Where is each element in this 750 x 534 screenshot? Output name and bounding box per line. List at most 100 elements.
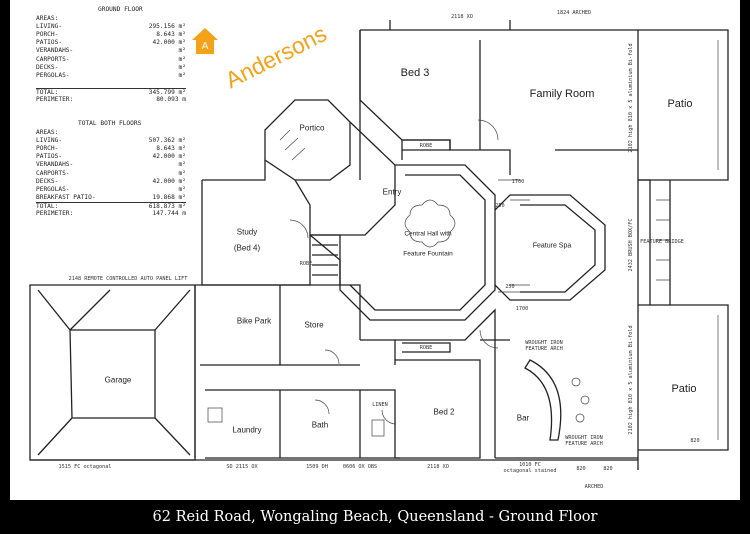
floor-plan-drawing <box>29 20 729 470</box>
room-portico: Portico <box>299 123 325 133</box>
window-1515: 1515 FC octagonal <box>58 464 112 470</box>
room-patio-bottom: Patio <box>671 383 697 395</box>
area-value: 42.000 m² <box>152 153 186 161</box>
brush-box-note: 2432 BRUSH BOX/FC <box>628 218 634 272</box>
bifold-window-bottom: 2102 high 810 x 5 aluminium Bi-fold <box>628 325 634 435</box>
window-1010: 1010 FC <box>519 462 541 468</box>
label-linen: LINEN <box>372 402 388 408</box>
area-label: DECKS- <box>36 177 59 185</box>
area-value: 19.868 m² <box>152 193 186 201</box>
area-value: 8.643 m² <box>156 31 186 39</box>
bar-stool-3 <box>575 413 585 423</box>
door-arc-2 <box>289 219 309 239</box>
door-sd-2115: SD 2115 OX <box>226 464 258 470</box>
area-label: TOTAL: <box>36 202 59 210</box>
room-store: Store <box>304 320 324 330</box>
wall-family <box>480 149 638 175</box>
wall-bed2 <box>395 308 496 459</box>
patio-820: 820 <box>690 438 700 444</box>
area-label: LIVING- <box>36 137 63 145</box>
arch-820-right: 820 <box>603 466 613 472</box>
room-bike-park: Bike Park <box>236 316 272 326</box>
wall-laundry <box>205 389 400 459</box>
area-value: 507.362 m² <box>148 137 186 145</box>
room-bar: Bar <box>516 413 530 423</box>
area-label: AREAS: <box>36 129 59 136</box>
area-label: CARPORTS- <box>36 55 70 63</box>
toilet <box>371 419 385 437</box>
window-2118-bottom: 2118 XO <box>427 464 449 470</box>
room-laundry: Laundry <box>232 425 262 435</box>
dim-250-bottom: 250 <box>505 284 515 290</box>
area-value: 42.000 m² <box>152 177 186 185</box>
area-label: PERIMETER: <box>36 210 74 217</box>
window-2118-top: 2118 XO <box>451 14 473 20</box>
arched-note: ARCHED <box>584 484 604 490</box>
window-0806: 0606 OX OBS <box>342 464 378 470</box>
room-patio-top: Patio <box>667 98 693 110</box>
wall-store <box>360 339 396 365</box>
label-robe-study: ROBE <box>299 261 313 267</box>
area-value: 8.643 m² <box>156 145 186 153</box>
wall-bike <box>194 284 361 458</box>
door-arc-5 <box>314 399 330 415</box>
area-label: VERANDAHS- <box>36 161 74 169</box>
dim-1700-bottom: 1700 <box>515 306 529 312</box>
area-value: m² <box>178 169 186 177</box>
area-label: PERGOLAS- <box>36 71 70 79</box>
wrought-iron-bottom: WROUGHT IRON <box>565 435 603 441</box>
robe-bottom <box>402 342 451 353</box>
bar-stool-1 <box>571 377 581 387</box>
wall-bar <box>480 339 638 459</box>
room-bed-3: Bed 3 <box>400 67 430 79</box>
area-row: TOTAL: 618.873 m² <box>36 201 186 210</box>
wall-central-inner <box>349 174 486 311</box>
area-value: 618.873 m² <box>148 202 186 210</box>
area-label: TOTAL: <box>36 88 59 96</box>
door-arc-1 <box>477 119 499 141</box>
room-bed-2: Bed 2 <box>433 407 455 417</box>
wall-bath <box>360 389 396 458</box>
room-entry: Entry <box>382 187 402 197</box>
arched-window-top: 1824 ARCHED <box>556 10 592 16</box>
room-study: Study <box>236 227 258 237</box>
area-value: m² <box>178 55 186 63</box>
plan-caption: 62 Reid Road, Wongaling Beach, Queenslan… <box>152 509 598 525</box>
area-value: m² <box>178 161 186 169</box>
room-garage: Garage <box>104 375 132 385</box>
arch-820-left: 820 <box>576 466 586 472</box>
wall-spa <box>494 194 606 301</box>
wall-patio-mid <box>638 179 729 451</box>
both-floors-title: TOTAL BOTH FLOORS <box>78 120 142 127</box>
area-value: 80.093 m <box>156 96 186 103</box>
dim-250-top: 250 <box>495 203 505 209</box>
area-value: m² <box>178 63 186 71</box>
area-label: DECKS- <box>36 63 59 71</box>
label-robe-top: ROBE <box>419 143 433 149</box>
window-1509: 1509 DH <box>306 464 328 470</box>
wall-north <box>359 20 639 470</box>
andersons-house-logo-icon: A <box>192 28 218 54</box>
fountain <box>404 199 456 248</box>
area-label: CARPORTS- <box>36 169 70 177</box>
area-value: m² <box>178 47 186 55</box>
door-arc-6 <box>381 409 397 425</box>
wall-entry <box>294 121 396 236</box>
window-1010-sub: octagonal stained <box>503 468 557 474</box>
garage-door-note: 2148 REMOTE CONTROLLED AUTO PANEL LIFT <box>68 276 188 282</box>
area-label: PORCH- <box>36 31 59 39</box>
area-label: BREAKFAST PATIO- <box>36 193 96 201</box>
room-feature-spa: Feature Spa <box>532 242 572 250</box>
area-value: m² <box>178 185 186 193</box>
area-label: LIVING- <box>36 23 63 31</box>
wrought-iron-top: WROUGHT IRON <box>525 340 563 346</box>
laundry-tub <box>207 407 223 423</box>
ground-floor-title: GROUND FLOOR <box>98 6 143 13</box>
area-label: PERIMETER: <box>36 96 74 103</box>
area-label: PATIOS- <box>36 39 63 47</box>
door-arc-4 <box>324 349 340 365</box>
area-value: 147.744 m <box>152 210 186 217</box>
bar-stool-2 <box>580 395 590 405</box>
area-label: PORCH- <box>36 145 59 153</box>
area-label: VERANDAHS- <box>36 47 74 55</box>
